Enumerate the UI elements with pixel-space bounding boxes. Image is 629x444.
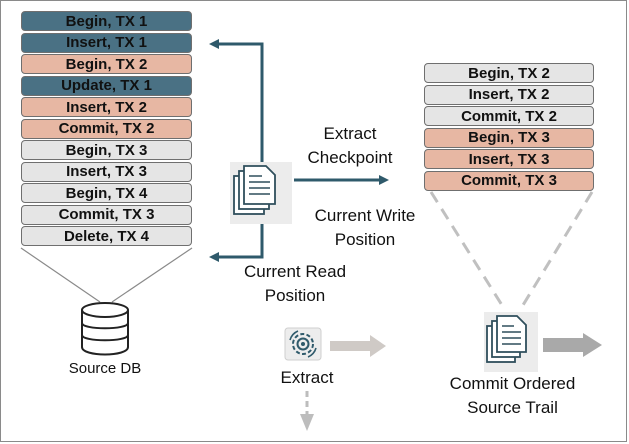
trail-dashed-right <box>518 191 594 311</box>
extract-checkpoint-label: Extract Checkpoint <box>292 122 408 170</box>
source-transaction-record: Commit, TX 3 <box>21 204 192 225</box>
extract-checkpoint-line-2: Checkpoint <box>307 148 393 167</box>
extract-down-arrow <box>300 391 314 431</box>
source-transaction-record: Begin, TX 2 <box>21 54 192 74</box>
source-db-label: Source DB <box>68 360 142 377</box>
extract-checkpoint-line-1: Extract <box>323 124 377 143</box>
source-transaction-record: Begin, TX 3 <box>21 140 192 160</box>
trail-transaction-record: Begin, TX 3 <box>424 127 594 148</box>
trail-transaction-record: Insert, TX 3 <box>424 149 594 169</box>
extract-to-trail-arrow <box>330 335 386 357</box>
arrow-to-current-position <box>209 39 264 166</box>
current-write-position-label: Current Write Position <box>300 204 430 252</box>
checkpoint-document-stack-icon <box>230 162 292 224</box>
trail-document-stack-icon <box>484 312 538 372</box>
source-transaction-record: Insert, TX 1 <box>21 32 192 53</box>
database-icon <box>81 302 129 356</box>
source-transaction-record: Update, TX 1 <box>21 75 192 96</box>
trail-transaction-record: Begin, TX 2 <box>424 63 594 83</box>
current-read-position-label: Current Read Position <box>230 260 360 308</box>
trail-output-arrow <box>543 333 602 357</box>
source-transaction-record: Commit, TX 2 <box>21 118 192 139</box>
commit-ordered-source-trail-line-2: Source Trail <box>467 398 558 417</box>
source-transaction-record: Begin, TX 1 <box>21 11 192 31</box>
source-transaction-record: Insert, TX 3 <box>21 161 192 182</box>
source-transaction-record: Begin, TX 4 <box>21 183 192 203</box>
trail-transaction-record: Insert, TX 2 <box>424 84 594 105</box>
extract-label: Extract <box>280 368 334 387</box>
extract-gear-icon <box>284 327 322 361</box>
current-write-position-line-1: Current Write <box>314 206 416 225</box>
trail-transaction-record: Commit, TX 3 <box>424 170 594 191</box>
trail-transaction-record: Commit, TX 2 <box>424 106 594 126</box>
source-transaction-record: Delete, TX 4 <box>21 226 192 246</box>
trail-dashed-left <box>429 191 507 311</box>
current-read-position-line-1: Current Read <box>243 262 347 281</box>
current-write-position-line-2: Position <box>334 230 396 249</box>
current-read-position-line-2: Position <box>264 286 326 305</box>
source-funnel-left <box>20 247 101 303</box>
source-funnel-right <box>111 247 193 303</box>
commit-ordered-source-trail-line-1: Commit Ordered <box>449 374 576 393</box>
source-transaction-record: Insert, TX 2 <box>21 97 192 117</box>
commit-ordered-source-trail-label: Commit Ordered Source Trail <box>440 372 585 420</box>
